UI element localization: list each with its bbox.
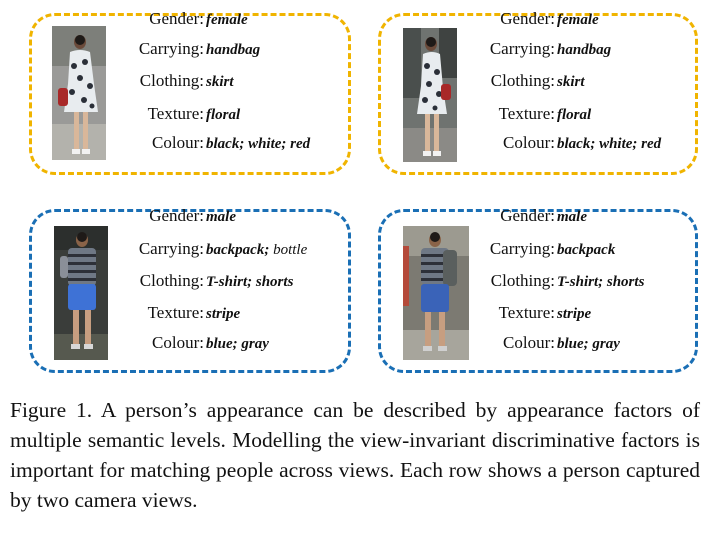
attribute-row: Texture:floral bbox=[124, 102, 241, 126]
attribute-label: Gender: bbox=[149, 206, 204, 225]
attribute-row: Gender:male bbox=[124, 204, 236, 228]
person-photo bbox=[403, 226, 469, 360]
attribute-card-4 bbox=[378, 209, 698, 373]
attribute-value: floral bbox=[557, 107, 592, 123]
attribute-label: Carrying: bbox=[489, 239, 555, 258]
person-photo bbox=[52, 26, 106, 160]
attribute-row: Carrying:backpack bbox=[475, 237, 615, 261]
attribute-row: Carrying:backpack; bottle bbox=[124, 237, 307, 261]
attribute-value: blue; gray bbox=[206, 336, 269, 352]
attribute-label: Clothing: bbox=[490, 71, 555, 90]
attribute-label: Colour: bbox=[503, 133, 555, 152]
attribute-row: Gender:female bbox=[124, 7, 248, 31]
attribute-label: Texture: bbox=[147, 104, 204, 123]
attribute-label: Colour: bbox=[152, 133, 204, 152]
attribute-value: handbag bbox=[557, 42, 612, 58]
attribute-label: Carrying: bbox=[489, 39, 555, 58]
person-photo bbox=[54, 226, 108, 360]
attribute-row: Colour:black; white; red bbox=[124, 131, 310, 155]
attribute-label: Colour: bbox=[152, 333, 204, 352]
attribute-row: Texture:floral bbox=[475, 102, 592, 126]
attribute-label: Carrying: bbox=[138, 239, 204, 258]
attribute-value: T-shirt; shorts bbox=[557, 274, 645, 290]
attribute-value: blue; gray bbox=[557, 336, 620, 352]
attribute-value: black; white; red bbox=[206, 136, 311, 152]
attribute-value: male bbox=[206, 209, 236, 225]
attribute-row: Clothing:skirt bbox=[475, 69, 585, 93]
attribute-value: backpack bbox=[557, 242, 616, 258]
attribute-label: Colour: bbox=[503, 333, 555, 352]
attribute-value: handbag bbox=[206, 42, 261, 58]
attribute-row: Clothing:T-shirt; shorts bbox=[475, 269, 645, 293]
attribute-label: Gender: bbox=[500, 206, 555, 225]
figure-caption: Figure 1. A person’s appearance can be d… bbox=[10, 398, 700, 512]
attribute-value: black; white; red bbox=[557, 136, 662, 152]
attribute-row: Texture:stripe bbox=[124, 301, 241, 325]
pedestrian-image-icon bbox=[52, 26, 106, 160]
attribute-value: skirt bbox=[557, 74, 585, 90]
attribute-card-2 bbox=[378, 13, 698, 175]
attribute-label: Texture: bbox=[147, 303, 204, 322]
attribute-label: Carrying: bbox=[138, 39, 204, 58]
attribute-row: Texture:stripe bbox=[475, 301, 592, 325]
attribute-value: T-shirt; shorts bbox=[206, 274, 294, 290]
attribute-value: skirt bbox=[206, 74, 234, 90]
attribute-value: male bbox=[557, 209, 587, 225]
attribute-extra-value: bottle bbox=[269, 242, 308, 258]
attribute-card-1 bbox=[29, 13, 351, 175]
attribute-row: Carrying:handbag bbox=[475, 37, 611, 61]
attribute-label: Texture: bbox=[498, 303, 555, 322]
attribute-label: Gender: bbox=[149, 9, 204, 28]
attribute-value: female bbox=[206, 12, 248, 28]
pedestrian-image-icon bbox=[54, 226, 108, 360]
attribute-row: Clothing:skirt bbox=[124, 69, 234, 93]
attribute-value: stripe bbox=[206, 306, 241, 322]
attribute-label: Gender: bbox=[500, 9, 555, 28]
attribute-value: stripe bbox=[557, 306, 592, 322]
attribute-row: Clothing:T-shirt; shorts bbox=[124, 269, 294, 293]
attribute-label: Clothing: bbox=[139, 71, 204, 90]
attribute-label: Clothing: bbox=[490, 271, 555, 290]
pedestrian-image-icon bbox=[403, 226, 469, 360]
attribute-value: backpack; bbox=[206, 242, 270, 258]
attribute-label: Texture: bbox=[498, 104, 555, 123]
attribute-row: Gender:male bbox=[475, 204, 587, 228]
attribute-value: floral bbox=[206, 107, 241, 123]
attribute-row: Colour:blue; gray bbox=[475, 331, 620, 355]
pedestrian-image-icon bbox=[403, 28, 457, 162]
attribute-card-3 bbox=[29, 209, 351, 373]
attribute-row: Carrying:handbag bbox=[124, 37, 260, 61]
person-photo bbox=[403, 28, 457, 162]
attribute-row: Gender:female bbox=[475, 7, 599, 31]
attribute-value: female bbox=[557, 12, 599, 28]
attribute-label: Clothing: bbox=[139, 271, 204, 290]
attribute-row: Colour:black; white; red bbox=[475, 131, 661, 155]
attribute-row: Colour:blue; gray bbox=[124, 331, 269, 355]
